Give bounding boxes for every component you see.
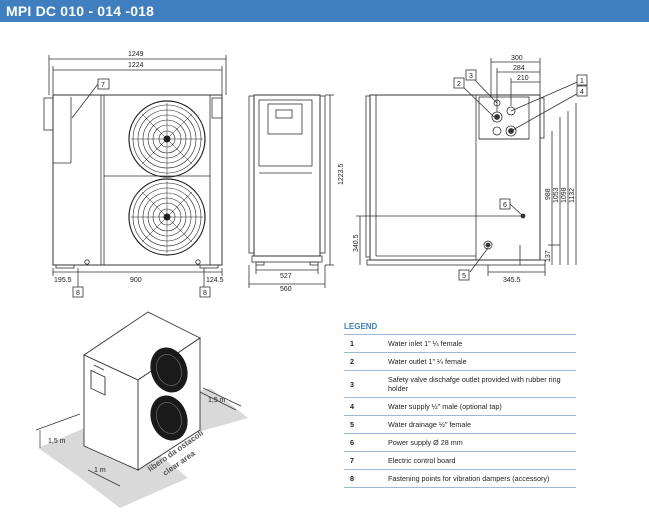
dim-rear-1053: 1053 [553,187,560,203]
legend-text: Power supply Ø 28 mm [388,438,463,447]
legend-num: 8 [350,474,354,483]
callout-3: 3 [469,73,473,80]
legend-num: 6 [350,438,354,447]
dim-rear-210: 210 [517,75,529,82]
legend-text: Water drainage ½" female [388,420,471,429]
legend-row: 3 Safety valve dischafge outlet provided … [344,370,576,397]
legend-text: Water outlet 1" ¼ female [388,357,467,366]
legend-num: 4 [350,402,354,411]
dim-overall-width: 1249 [128,51,144,58]
legend-row: 2 Water outlet 1" ¼ female [344,352,576,370]
legend-row: 1 Water inlet 1" ¼ female [344,334,576,352]
dim-right-offset: 124.5 [206,277,224,284]
front-view [43,55,227,298]
fan-bottom [128,178,206,256]
dim-foot-span: 527 [280,273,292,280]
iso-unit [83,311,201,471]
dim-rear-1132: 1132 [569,188,576,203]
legend-text: Electric control board [388,456,456,465]
legend-row: 4 Water supply ½" male (optional tap) [344,397,576,415]
legend-num: 3 [350,379,354,389]
side-view [248,94,334,288]
legend-text: Water inlet 1" ¼ female [388,339,463,348]
legend-row: 5 Water drainage ½" female [344,415,576,433]
legend-row: 8 Fastening points for vibration dampers … [344,469,576,488]
callout-1: 1 [580,78,584,85]
fan-top [128,100,206,178]
iso-fan-bottom [150,395,188,441]
dim-rear-340: 340.5 [353,234,360,252]
callout-2: 2 [457,81,461,88]
iso-fan-top [150,347,188,393]
legend-num: 5 [350,420,354,429]
callout-7: 7 [101,82,105,89]
legend-row: 6 Power supply Ø 28 mm [344,433,576,451]
rear-view [356,58,588,281]
dim-rear-1098: 1098 [561,187,568,203]
legend-title: LEGEND [344,322,378,331]
callout-6: 6 [503,202,507,209]
callout-5: 5 [462,273,466,280]
legend-row: 7 Electric control board [344,451,576,469]
legend-text: Fastening points for vibration dampers (… [388,474,550,483]
iso-fan-grills [156,354,182,434]
legend-text: Safety valve dischafge outlet provided w… [388,375,561,393]
iso-clearance-left: 1,5 m [48,438,66,445]
legend-num: 7 [350,456,354,465]
dim-rear-284: 284 [513,65,525,72]
callout-4: 4 [580,89,584,96]
dim-rear-345: 345.5 [503,277,521,284]
callout-8-left: 8 [76,290,80,297]
dim-depth: 560 [280,286,292,293]
dim-rear-300: 300 [511,55,523,62]
iso-clearance-right: 1,5 m [208,397,226,404]
callout-8-right: 8 [203,290,207,297]
legend-num: 1 [350,339,354,348]
legend: LEGEND 1 Water inlet 1" ¼ female 2 Water o… [344,322,576,488]
iso-dim-lines [35,387,242,487]
header-bar: MPI DC 010 - 014 -018 [0,0,649,22]
dim-rear-137: 137 [545,250,552,262]
dim-left-offset: 195.5 [54,277,72,284]
page-title: MPI DC 010 - 014 -018 [6,3,155,19]
legend-num: 2 [350,357,354,366]
legend-text: Water supply ½" male (optional tap) [388,402,502,411]
dim-body-width: 1224 [128,62,144,69]
dim-side-height: 1223.5 [338,163,345,185]
dim-rear-988: 988 [545,188,552,200]
dim-fan-span: 900 [130,277,142,284]
iso-clearance-front: 1 m [94,467,106,474]
